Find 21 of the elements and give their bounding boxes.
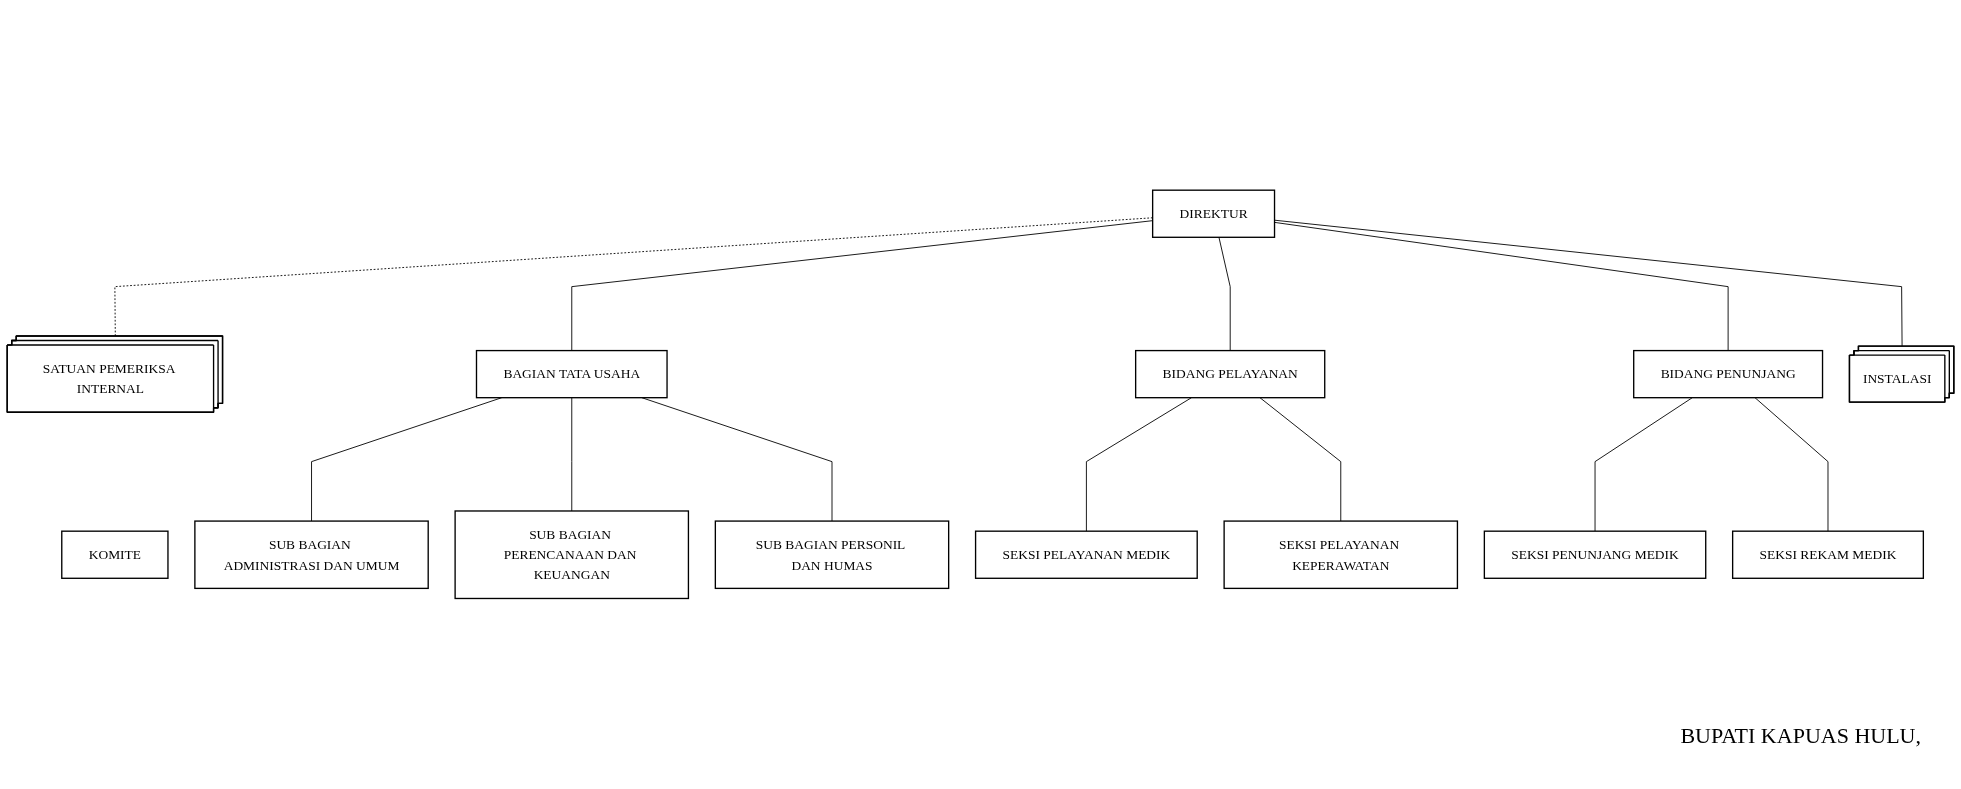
- node-box: DIREKTUR: [1151, 189, 1276, 239]
- signature-text: BUPATI KAPUAS HULU,: [1680, 723, 1921, 749]
- node-box: BAGIAN TATA USAHA: [475, 350, 668, 399]
- connector: [1259, 397, 1342, 522]
- connector: [1274, 222, 1729, 352]
- node-box: SUB BAGIAN PERSONIL DAN HUMAS: [714, 520, 950, 590]
- node-box: KOMITE: [61, 530, 169, 580]
- node-box: SEKSI REKAM MEDIK: [1731, 530, 1925, 580]
- node-box: BIDANG PENUNJANG: [1633, 350, 1824, 399]
- connector: [1754, 397, 1829, 532]
- connector: [571, 397, 573, 512]
- node-box: SUB BAGIAN PERENCANAAN DAN KEUANGAN: [454, 510, 690, 600]
- node-box: SUB BAGIAN ADMINISTRASI DAN UMUM: [194, 520, 429, 590]
- connector: [1218, 237, 1231, 352]
- connector: [1085, 397, 1192, 532]
- node-box: BIDANG PELAYANAN: [1134, 350, 1326, 399]
- node-box: SEKSI PENUNJANG MEDIK: [1483, 530, 1707, 580]
- node-box: SEKSI PELAYANAN MEDIK: [974, 530, 1198, 580]
- connector: [1594, 397, 1693, 532]
- connector: [641, 397, 833, 522]
- node-box: SEKSI PELAYANAN KEPERAWATAN: [1223, 520, 1459, 590]
